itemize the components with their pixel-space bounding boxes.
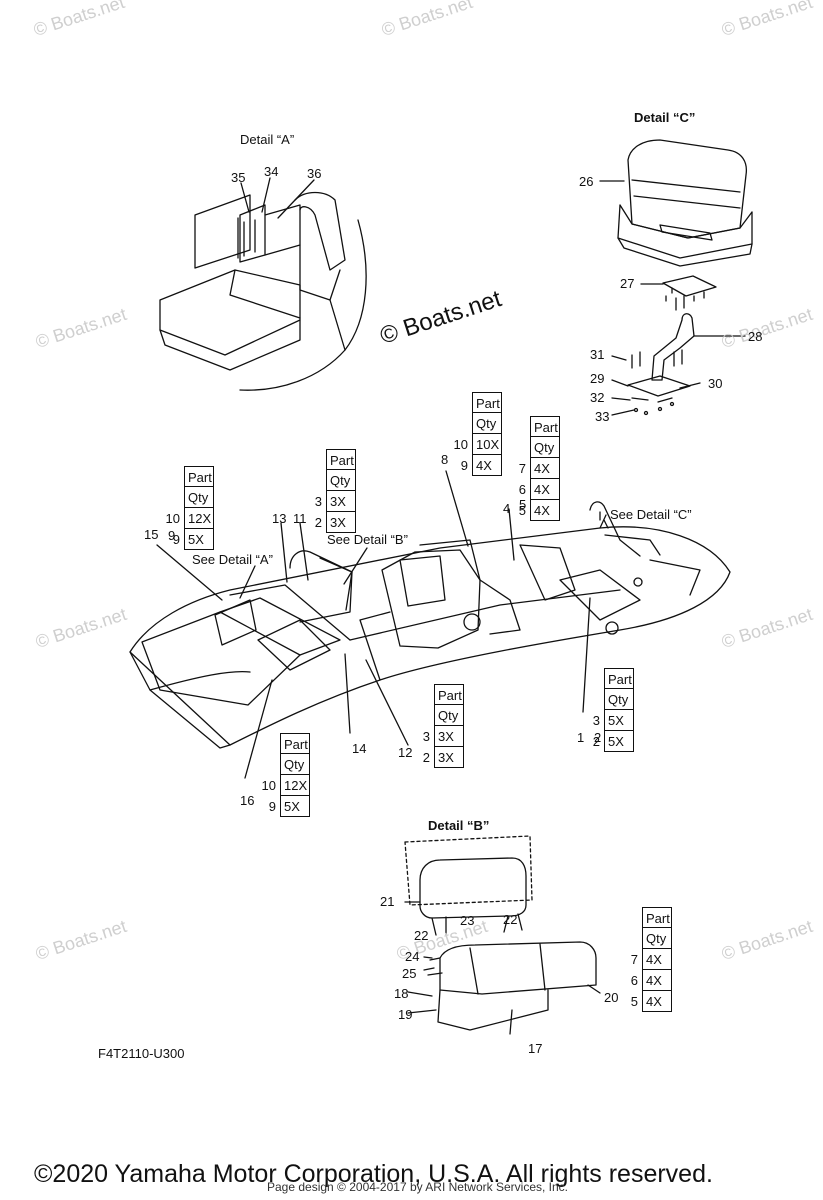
detail-a-illustration bbox=[159, 177, 367, 391]
callout-30: 30 bbox=[708, 376, 723, 391]
callout-1: 1 bbox=[577, 730, 585, 745]
callout-19: 19 bbox=[398, 1007, 413, 1022]
callout-11: 11 bbox=[293, 511, 307, 526]
callout-32: 32 bbox=[590, 390, 605, 405]
callout-14: 14 bbox=[352, 741, 367, 756]
callout-34: 34 bbox=[264, 164, 279, 179]
callout-17: 17 bbox=[528, 1041, 543, 1056]
detail-c-title: Detail “C” bbox=[634, 110, 696, 125]
see-detail-a-label: See Detail “A” bbox=[192, 552, 273, 567]
callout-29: 29 bbox=[590, 371, 605, 386]
callout-22: 22 bbox=[414, 928, 429, 943]
see-detail-c-label: See Detail “C” bbox=[610, 507, 692, 522]
callout-4: 4 bbox=[503, 501, 511, 516]
page-design-credit: Page design © 2004-2017 by ARI Network S… bbox=[267, 1180, 569, 1194]
callout-16: 16 bbox=[240, 793, 255, 808]
boat-hull-illustration bbox=[129, 470, 731, 779]
detail-a-title: Detail “A” bbox=[240, 132, 295, 147]
detail-b-title: Detail “B” bbox=[428, 818, 490, 833]
callout-20: 20 bbox=[604, 990, 619, 1005]
detail-c-illustration bbox=[599, 139, 753, 416]
callout-15: 15 bbox=[144, 527, 159, 542]
figure-code: F4T2110-U300 bbox=[98, 1046, 185, 1061]
callout-18: 18 bbox=[394, 986, 409, 1001]
callout-5: 5 bbox=[519, 497, 527, 512]
detail-b-illustration bbox=[404, 835, 601, 1035]
callout-36: 36 bbox=[307, 166, 322, 181]
callout-24: 24 bbox=[405, 949, 420, 964]
callout-2: 2 bbox=[594, 730, 602, 745]
copyright-notice: ©2020 Yamaha Motor Corporation, U.S.A. A… bbox=[34, 1160, 713, 1188]
callout-22: 22 bbox=[503, 912, 518, 927]
callout-28: 28 bbox=[748, 329, 763, 344]
callout-8: 8 bbox=[441, 452, 449, 467]
callout-12: 12 bbox=[398, 745, 413, 760]
callout-26: 26 bbox=[579, 174, 594, 189]
callout-31: 31 bbox=[590, 347, 605, 362]
callout-27: 27 bbox=[620, 276, 635, 291]
see-detail-b-label: See Detail “B” bbox=[327, 532, 408, 547]
callout-35: 35 bbox=[231, 170, 246, 185]
callout-25: 25 bbox=[402, 966, 417, 981]
callout-9: 9 bbox=[168, 528, 176, 543]
callout-33: 33 bbox=[595, 409, 610, 424]
callout-13: 13 bbox=[272, 511, 287, 526]
callout-23: 23 bbox=[460, 913, 475, 928]
callout-21: 21 bbox=[380, 894, 395, 909]
